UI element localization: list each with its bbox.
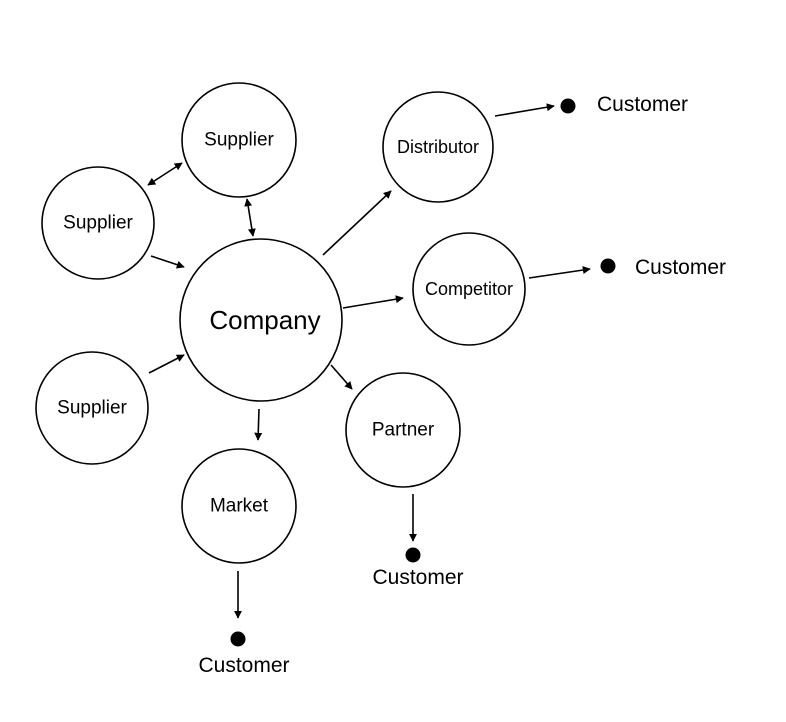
edge-company-distributor <box>322 190 392 256</box>
node-circle <box>412 232 526 346</box>
node-label: Competitor <box>425 279 513 299</box>
edge-supplier-top-company <box>244 198 256 237</box>
node-circle <box>181 82 297 198</box>
node-circle <box>35 351 149 465</box>
node-label: Supplier <box>204 130 274 151</box>
node-partner[interactable]: Partner <box>345 372 461 488</box>
customer-distributor: Customer <box>560 93 688 116</box>
node-circle <box>345 372 461 488</box>
customer-dot-icon <box>600 258 616 274</box>
node-company[interactable]: Company <box>179 238 343 402</box>
edge-distributor-customer <box>494 103 555 117</box>
edge-supplier-left-supplier-top <box>147 162 183 186</box>
node-supplier-top[interactable]: Supplier <box>181 82 297 198</box>
edges <box>147 103 591 619</box>
node-distributor[interactable]: Distributor <box>382 91 494 203</box>
edge-supplier-left-company <box>150 255 185 269</box>
node-label: Distributor <box>397 137 479 157</box>
customer-label: Customer <box>597 93 688 116</box>
node-supplier-bottom[interactable]: Supplier <box>35 351 149 465</box>
node-circle <box>179 238 343 402</box>
node-label: Supplier <box>63 213 133 234</box>
node-circle <box>181 448 297 564</box>
node-label: Company <box>209 305 320 335</box>
customer-dot-icon <box>560 98 576 114</box>
customer-dot-icon <box>405 547 421 563</box>
node-label: Market <box>210 496 269 517</box>
customer-competitor: Customer <box>600 256 726 279</box>
customer-label: Customer <box>635 256 726 279</box>
customer-dot-icon <box>230 631 246 647</box>
edge-supplier-bottom-company <box>148 354 185 374</box>
node-market[interactable]: Market <box>181 448 297 564</box>
customer-market: Customer <box>198 631 290 677</box>
node-competitor[interactable]: Competitor <box>412 232 526 346</box>
node-circle <box>41 166 155 280</box>
node-label: Partner <box>372 420 435 441</box>
node-supplier-left[interactable]: Supplier <box>41 166 155 280</box>
customer-partner: Customer <box>372 547 464 589</box>
edge-company-partner <box>330 364 353 390</box>
customer-label: Customer <box>198 654 289 677</box>
node-circle <box>382 91 494 203</box>
customer-label: Customer <box>372 566 463 589</box>
edge-company-market <box>254 408 263 441</box>
edge-competitor-customer <box>528 266 591 279</box>
edge-company-competitor <box>342 295 404 309</box>
node-label: Supplier <box>57 398 127 419</box>
